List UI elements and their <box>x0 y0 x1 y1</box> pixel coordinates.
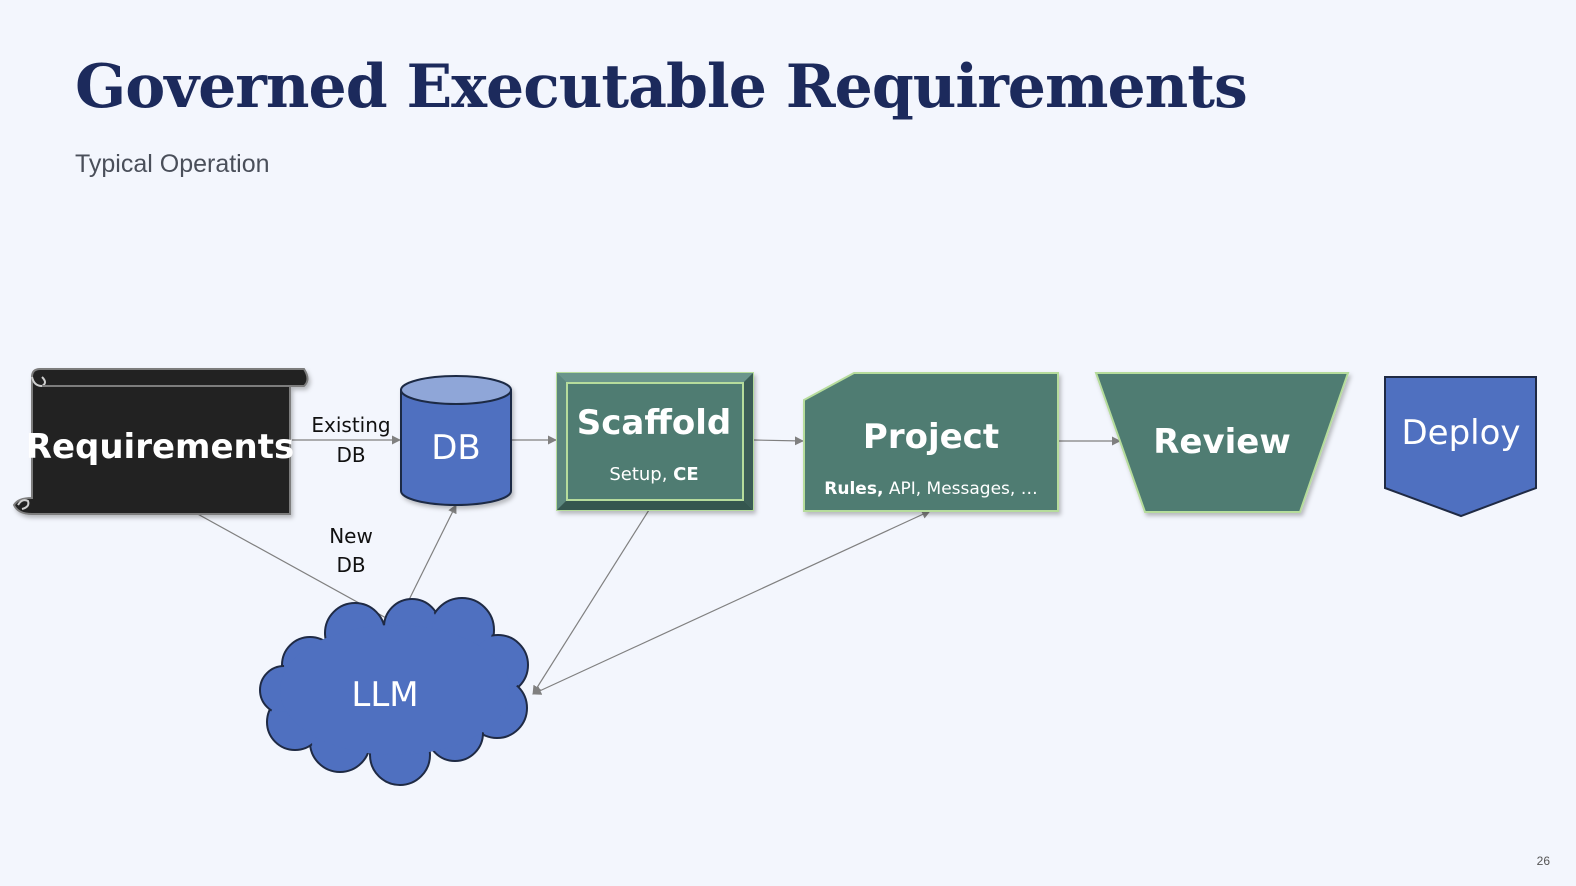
scaffold-subtitle: Setup, CE <box>609 464 698 485</box>
scaffold-subtitle-prefix: Setup, <box>609 464 673 485</box>
project-node <box>803 372 1059 512</box>
db-cylinder-body <box>400 389 512 506</box>
review-label: Review <box>1153 422 1291 462</box>
edge-label-new-db: DB <box>336 553 365 577</box>
scaffold-subtitle-bold: CE <box>673 464 699 485</box>
edge-label-new: New <box>329 524 373 548</box>
scroll-bottom-curl-icon <box>17 499 30 510</box>
project-subtitle-bold: Rules, <box>824 479 883 499</box>
db-cylinder-top <box>400 375 512 405</box>
scaffold-inner-face <box>566 382 744 501</box>
edge-label-existing: Existing <box>311 413 390 437</box>
edge-llm-project <box>532 510 931 695</box>
llm-label: LLM <box>351 675 418 715</box>
edge-scaffold-to-project <box>753 436 804 446</box>
db-label: DB <box>431 428 481 468</box>
edge-scaffold-to-llm <box>532 501 655 695</box>
review-node <box>1094 372 1350 513</box>
project-subtitle-rest: API, Messages, … <box>883 479 1037 499</box>
slide-subtitle: Typical Operation <box>75 150 270 178</box>
deploy-node <box>1384 376 1537 518</box>
edge-label-existing-db: DB <box>336 443 365 467</box>
slide-title: Governed Executable Requirements <box>75 52 1248 122</box>
page-number: 26 <box>1536 854 1550 868</box>
deploy-label: Deploy <box>1401 413 1520 453</box>
project-subtitle: Rules, API, Messages, … <box>824 479 1037 499</box>
requirements-label: Requirements <box>26 427 294 467</box>
db-node <box>400 375 512 506</box>
scaffold-node <box>556 372 754 511</box>
project-title: Project <box>863 417 999 457</box>
scaffold-title: Scaffold <box>577 403 731 443</box>
requirements-scroll-shape <box>12 368 309 515</box>
requirements-node <box>12 368 309 515</box>
